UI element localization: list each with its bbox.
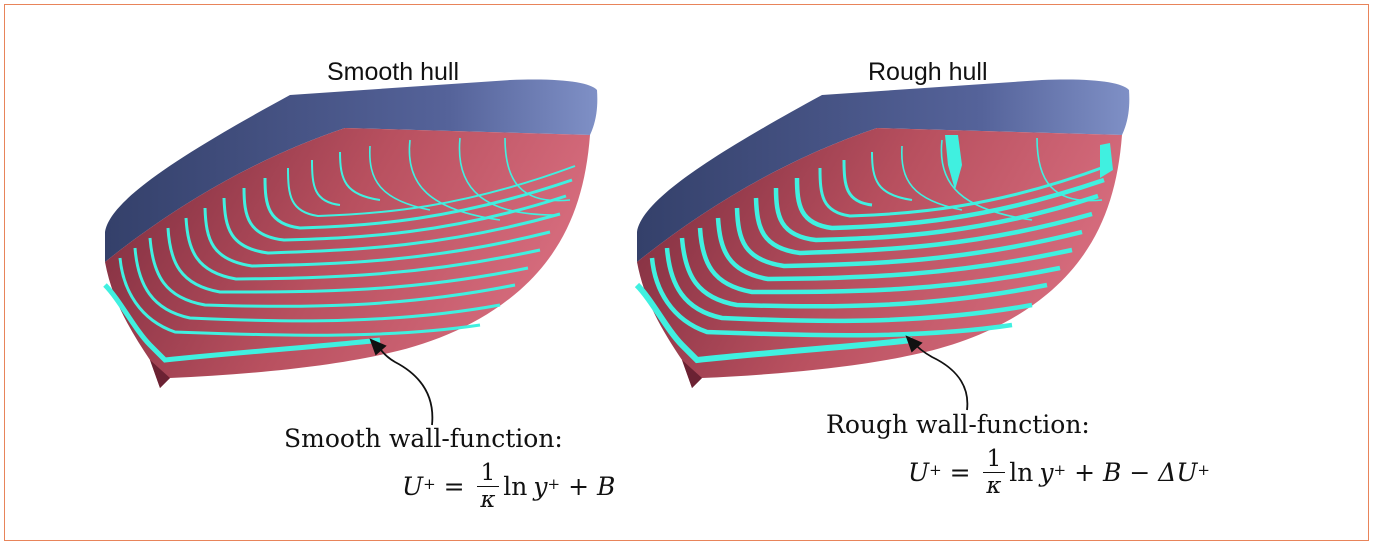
smooth-wall-function-caption: Smooth wall-function: (284, 424, 563, 453)
formula-eq: = (443, 472, 465, 501)
rough-arrow (905, 335, 969, 411)
fraction-numerator: 1 (476, 460, 500, 487)
formula-delta-term: − ΔU (1129, 458, 1198, 487)
rough-wall-function-caption: Rough wall-function: (826, 410, 1090, 439)
formula-fraction: 1 κ (476, 460, 500, 513)
formula-B: B (1103, 458, 1122, 487)
formula-lhs-sup: + (423, 474, 436, 493)
smooth-wall-function-formula: U+ = 1 κ ln y+ + B (402, 460, 615, 513)
formula-fraction: 1 κ (982, 446, 1006, 499)
formula-y: y (533, 472, 548, 501)
rough-hull-keel (682, 360, 702, 388)
fraction-denominator: κ (986, 473, 1002, 499)
formula-lhs: U (908, 458, 930, 487)
formula-y: y (1039, 458, 1054, 487)
formula-delta-sup: + (1197, 460, 1210, 479)
smooth-hull-title: Smooth hull (327, 58, 460, 86)
smooth-arrow (369, 338, 434, 426)
smooth-hull-body (105, 128, 590, 388)
rough-hull-body (637, 128, 1122, 388)
rough-hull-streamlines (634, 137, 1108, 364)
smooth-hull-keel (150, 360, 170, 388)
formula-plus: + (1074, 458, 1096, 487)
fraction-denominator: κ (480, 487, 496, 513)
formula-lhs: U (402, 472, 424, 501)
formula-eq: = (949, 458, 971, 487)
rough-wall-function-formula: U+ = 1 κ ln y+ + B − ΔU+ (908, 446, 1210, 499)
rough-hull-blob-left (945, 135, 962, 190)
smooth-hull-deck (105, 79, 598, 263)
formula-y-sup: + (547, 474, 561, 493)
smooth-hull-illustration (103, 79, 598, 388)
formula-plus: + (568, 472, 590, 501)
rough-hull-blob-right (1100, 143, 1113, 178)
rough-hull-title: Rough hull (868, 58, 988, 86)
formula-ln: ln (503, 472, 528, 501)
formula-B: B (597, 472, 616, 501)
formula-y-sup: + (1053, 460, 1067, 479)
formula-lhs-sup: + (929, 460, 942, 479)
smooth-hull-streamlines (103, 137, 576, 363)
rough-hull-deck (637, 79, 1130, 263)
fraction-numerator: 1 (982, 446, 1006, 473)
formula-ln: ln (1009, 458, 1034, 487)
rough-hull-illustration (634, 79, 1130, 388)
